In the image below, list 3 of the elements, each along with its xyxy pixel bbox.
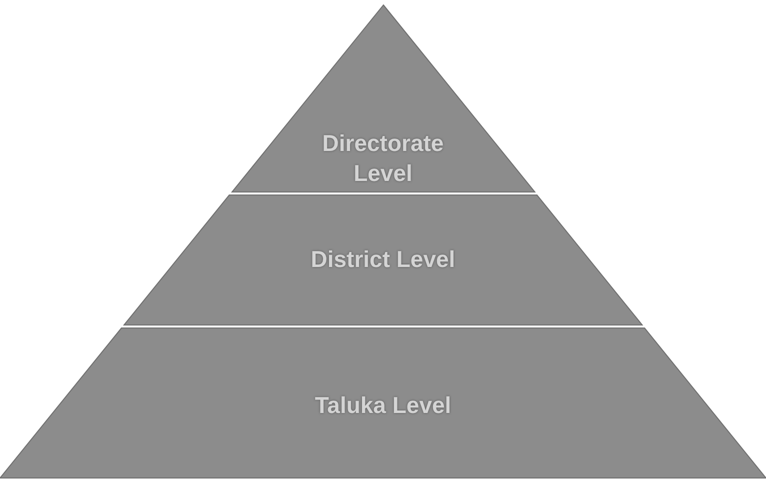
tier-label: District Level bbox=[310, 245, 456, 274]
tier-label: Directorate Level bbox=[321, 129, 445, 188]
tier-label: Taluka Level bbox=[314, 391, 452, 420]
